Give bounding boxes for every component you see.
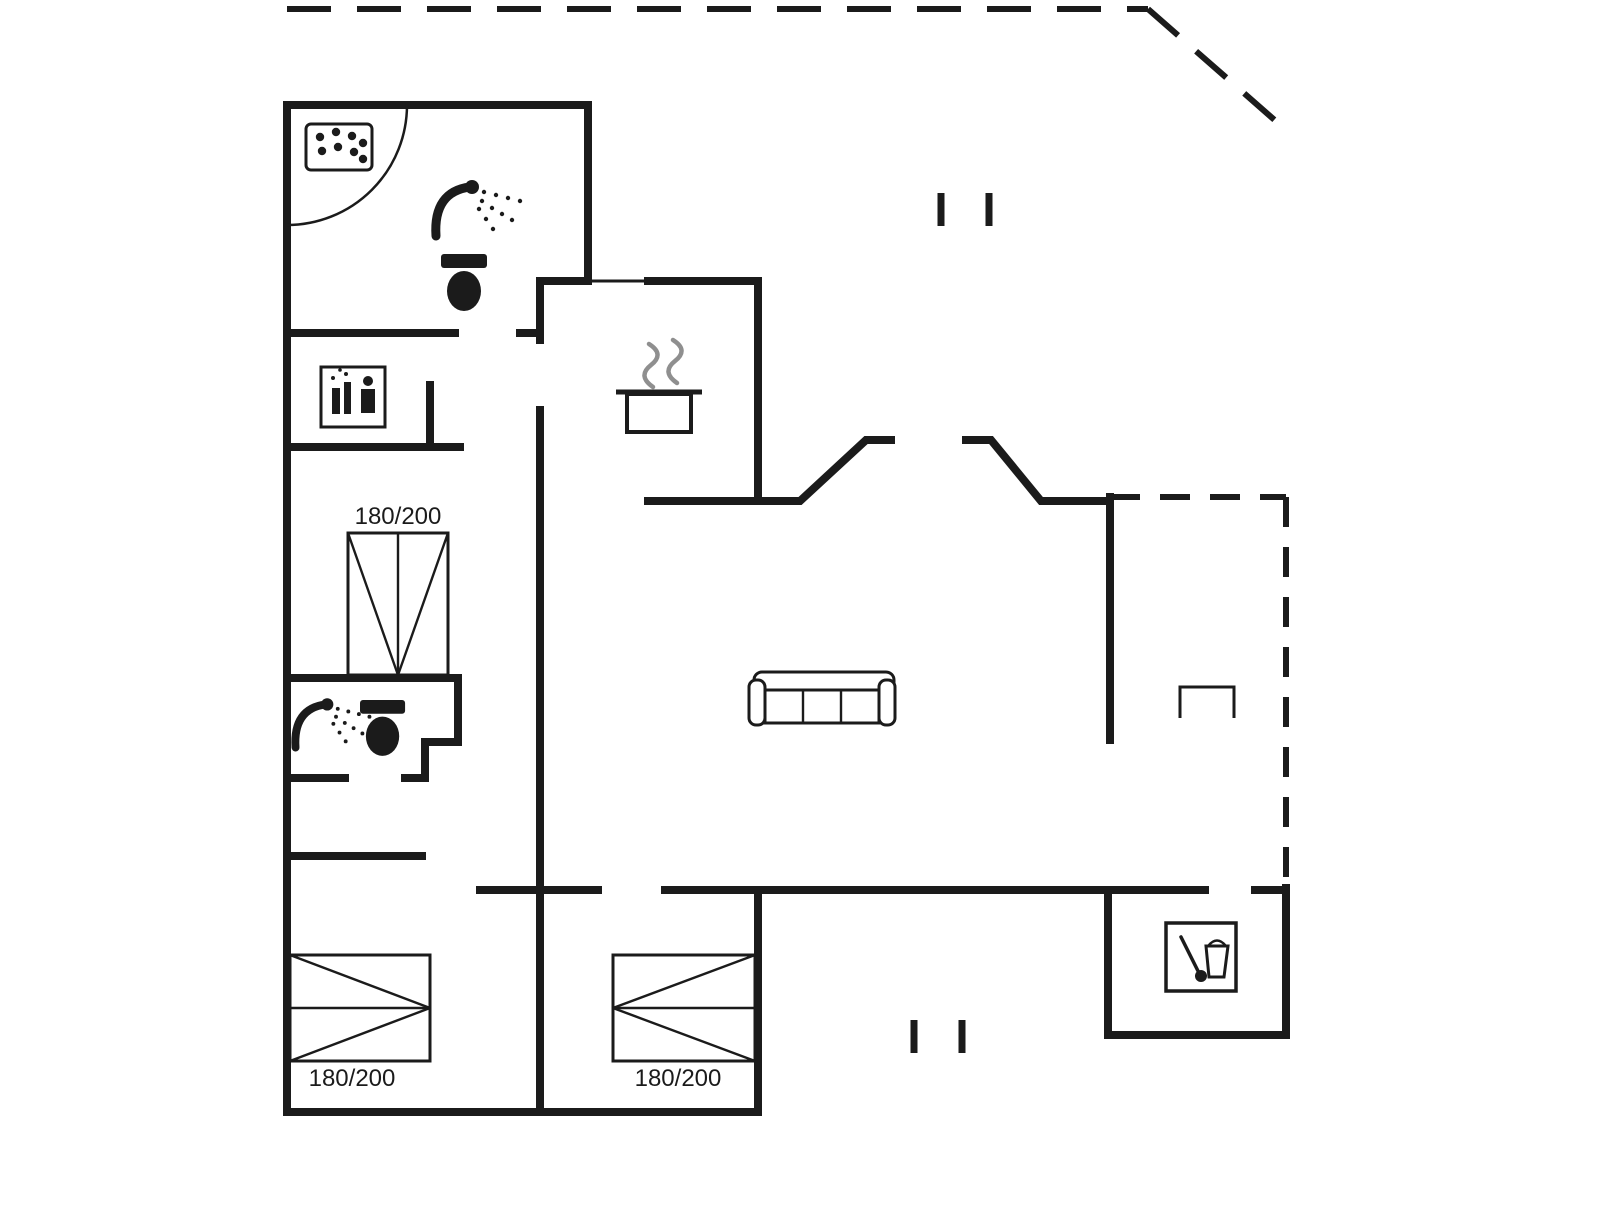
door-swing-arc (286, 104, 409, 227)
annex-room-walls (1104, 884, 1290, 1039)
terrace-dashed-boundary (287, 6, 1289, 886)
boundary-marker-icon (910, 193, 993, 1053)
exterior-walls (283, 101, 1114, 1116)
bed-bottom-right: 180/200 (611, 953, 757, 1092)
toilet-icon (360, 700, 406, 756)
bed-master: 180/200 (346, 503, 450, 677)
sauna-icon (1164, 921, 1238, 993)
shower-icon (295, 698, 371, 747)
bed-bottom-left-label: 180/200 (309, 1065, 396, 1092)
bed-master-label: 180/200 (355, 503, 442, 530)
toilet-icon (441, 254, 487, 311)
whirlpool-icon (304, 122, 374, 172)
terrace-table-icon (1178, 685, 1236, 718)
cooking-pot-icon (616, 337, 702, 434)
bed-bottom-right-label: 180/200 (635, 1065, 722, 1092)
interior-walls (283, 277, 602, 1116)
shower-icon (436, 180, 522, 236)
bed-bottom-left: 180/200 (288, 953, 432, 1092)
sofa-icon (747, 670, 897, 727)
washing-machine-icon (319, 365, 387, 429)
